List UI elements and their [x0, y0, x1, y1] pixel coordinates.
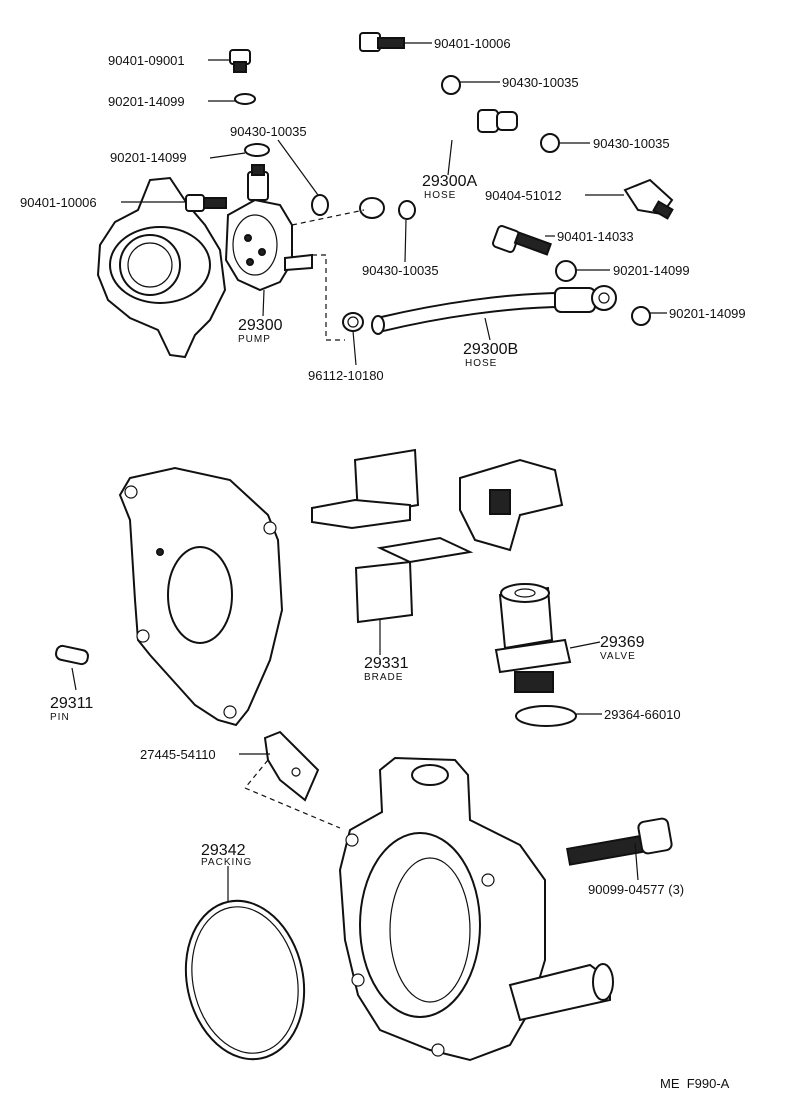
check-valve: [494, 583, 572, 693]
alternator-housing: [96, 176, 227, 359]
union-bolt-icon: [185, 194, 227, 212]
part-number-label: 90201-14099: [613, 263, 690, 278]
gasket-icon: [515, 705, 577, 727]
washer-icon: [631, 306, 651, 326]
part-number-label: 90401-10006: [434, 36, 511, 51]
part-number-label: 90201-14099: [108, 94, 185, 109]
washer-icon: [555, 260, 577, 282]
vane-blade: [354, 536, 474, 624]
part-number-label: 90401-10006: [20, 195, 97, 210]
part-number-label: 90401-09001: [108, 53, 185, 68]
assembly-name: PUMP: [238, 334, 271, 345]
connector-fitting-icon: [623, 178, 674, 220]
part-number-label: 90201-14099: [669, 306, 746, 321]
part-number-label: 90430-10035: [230, 124, 307, 139]
assembly-number: 29311: [50, 695, 93, 712]
washer-icon: [441, 75, 461, 95]
bracket-icon: [263, 730, 320, 802]
washer-icon: [398, 200, 416, 220]
figure-code: ME F990-A: [660, 1076, 730, 1091]
assembly-number: 29300B: [463, 341, 518, 358]
vane-blade: [311, 448, 420, 530]
assembly-number: 29300: [238, 317, 283, 334]
pump-housing: [338, 756, 614, 1062]
pump-housing-plate: [118, 466, 284, 727]
dashed-line: [312, 254, 345, 341]
assembly-name: HOSE: [465, 358, 497, 369]
assembly-name: PACKING: [201, 857, 252, 868]
plug-bolt-icon: [229, 49, 251, 73]
leader-lines: [71, 42, 667, 902]
washer-icon: [234, 93, 256, 105]
dashed-line: [244, 787, 341, 829]
hose-a: [326, 109, 518, 219]
part-number-label: 90430-10035: [593, 136, 670, 151]
hose-b: [371, 285, 617, 335]
dashed-line: [244, 759, 269, 789]
packing-o-ring: [184, 899, 306, 1061]
union-bolt-icon: [359, 32, 405, 52]
dashed-line: [291, 209, 365, 226]
part-number-label: 90430-10035: [502, 75, 579, 90]
assembly-name: BRADE: [364, 672, 403, 683]
assembly-name: PIN: [50, 712, 70, 723]
part-number-label: 27445-54110: [140, 747, 216, 762]
hose-clamp-icon: [342, 312, 364, 332]
assembly-number: 29342: [201, 842, 246, 859]
pin-icon: [55, 644, 89, 666]
part-number-label: 90404-51012: [485, 188, 562, 203]
vacuum-pump: [224, 164, 313, 292]
pump-rotor: [459, 458, 564, 552]
part-number-label: 90401-14033: [557, 229, 634, 244]
part-number-label: 29364-66010: [604, 707, 681, 722]
part-number-label: 90430-10035: [362, 263, 439, 278]
cap-screw-icon: [566, 817, 673, 866]
union-bolt-icon: [492, 225, 552, 256]
assembly-number: 29300A: [422, 173, 477, 190]
assembly-name: HOSE: [424, 190, 456, 201]
washer-icon: [244, 143, 270, 157]
part-number-label: 90201-14099: [110, 150, 187, 165]
assembly-number: 29331: [364, 655, 409, 672]
part-number-label: 90099-04577 (3): [588, 882, 684, 897]
part-number-label: 96112-10180: [308, 368, 384, 383]
assembly-number: 29369: [600, 634, 645, 651]
assembly-name: VALVE: [600, 651, 636, 662]
washer-icon: [540, 133, 560, 153]
gasket-icon: [311, 194, 329, 216]
